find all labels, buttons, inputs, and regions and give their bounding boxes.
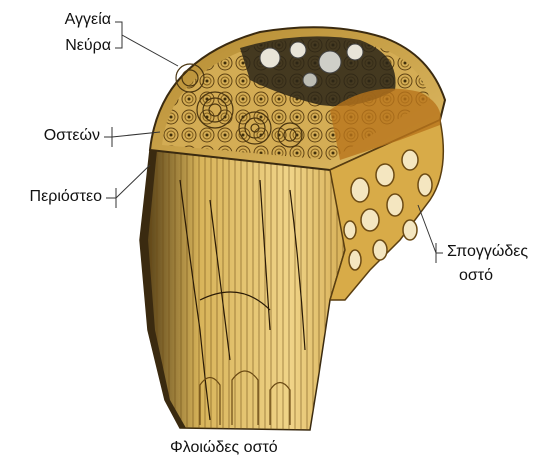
label-spongy-bone-line1: Σπογγώδες xyxy=(447,242,528,261)
label-osteon: Οστεών xyxy=(22,126,100,145)
label-nerves: Νεύρα xyxy=(37,36,111,55)
label-vessels: Αγγεία xyxy=(37,10,111,29)
label-periosteum: Περιόστεο xyxy=(10,187,102,206)
label-cortical-bone: Φλοιώδες οστό xyxy=(170,438,278,457)
label-spongy-bone-line2: οστό xyxy=(459,266,493,285)
